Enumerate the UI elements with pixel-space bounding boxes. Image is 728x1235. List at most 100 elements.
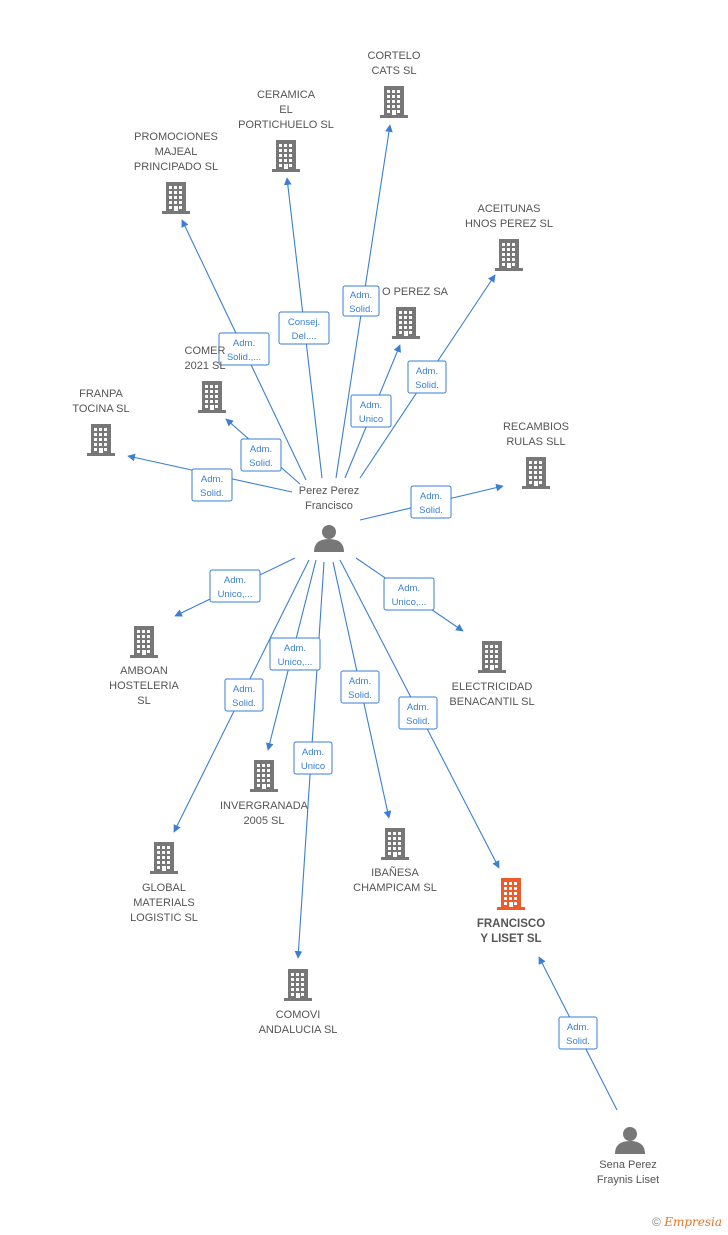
edge-role-badge[interactable]: Adm.Solid. xyxy=(398,696,438,730)
edge-role-text: Solid.,... xyxy=(227,352,261,363)
edge-role-text: Solid. xyxy=(348,690,372,701)
edge-role-text: Adm. xyxy=(233,684,255,695)
person-icon xyxy=(314,525,344,552)
node-label-line: TOCINA SL xyxy=(72,403,129,415)
edge-role-text: Adm. xyxy=(416,366,438,377)
node-label-line: CATS SL xyxy=(371,65,416,77)
edge-role-badge[interactable]: Adm.Solid. xyxy=(410,485,452,519)
edge-role-text: Solid. xyxy=(249,458,273,469)
edge-role-text: Adm. xyxy=(360,400,382,411)
edge-role-text: Solid. xyxy=(232,698,256,709)
edge-role-badge[interactable]: Adm.Unico,... xyxy=(269,637,321,671)
node-label-line: COMER xyxy=(185,345,226,357)
node-label-line: ELECTRICIDAD xyxy=(452,681,533,693)
company-node-ceramica[interactable]: CERAMICA EL PORTICHUELO SL xyxy=(238,89,334,172)
building-icon xyxy=(392,307,420,339)
company-node-franpa[interactable]: FRANPA TOCINA SL xyxy=(72,388,130,456)
building-icon xyxy=(381,828,409,860)
company-node-recambios[interactable]: RECAMBIOS RULAS SLL xyxy=(503,421,569,489)
building-icon xyxy=(130,626,158,658)
building-icon xyxy=(284,969,312,1001)
building-icon xyxy=(272,140,300,172)
edge-role-text: Del.... xyxy=(292,331,317,342)
node-label-line: CORTELO xyxy=(368,50,421,62)
node-label-line: PORTICHUELO SL xyxy=(238,119,334,131)
node-label-line: EL xyxy=(279,104,292,116)
edge-role-badge[interactable]: Adm. Unico,... xyxy=(209,569,261,603)
edge-role-text: Adm. xyxy=(302,747,324,758)
edge-role-text: Adm. xyxy=(224,575,246,586)
node-label-line: MAJEAL xyxy=(155,146,198,158)
edge-role-text: Unico,... xyxy=(218,589,253,600)
edge-role-text: Solid. xyxy=(415,380,439,391)
building-icon xyxy=(497,878,525,910)
building-icon xyxy=(198,381,226,413)
node-label-line: FRANPA xyxy=(79,388,123,400)
building-icon xyxy=(87,424,115,456)
edge-role-text: Adm. xyxy=(350,290,372,301)
edge-role-badge[interactable]: Adm. Unico xyxy=(293,741,333,775)
edge-role-badge[interactable]: Adm.Solid. xyxy=(558,1016,598,1050)
edge-role-badge[interactable]: Adm. Solid. xyxy=(224,678,264,712)
edge-role-text: Solid. xyxy=(419,505,443,516)
node-label-line: CERAMICA xyxy=(257,89,316,101)
edge-role-text: Solid. xyxy=(566,1036,590,1047)
edge-role-badge[interactable]: Adm. Solid. xyxy=(407,360,447,394)
edge-role-text: Adm. xyxy=(233,338,255,349)
edge-role-text: Adm. xyxy=(201,474,223,485)
building-icon xyxy=(380,86,408,118)
node-label-line: MATERIALS xyxy=(133,897,195,909)
building-icon xyxy=(522,457,550,489)
company-node-cortelo[interactable]: CORTELO CATS SL xyxy=(368,50,421,118)
edge-labels-layer: Adm.Solid.Consej.Del....Adm.Solid.,...Ad… xyxy=(191,285,598,1050)
node-label-line: PROMOCIONES xyxy=(134,131,218,143)
edge-role-text: Adm. xyxy=(398,583,420,594)
edge-role-badge[interactable]: Adm. Solid. xyxy=(240,438,282,472)
node-label-line: AMBOAN xyxy=(120,665,168,677)
edge-role-badge[interactable]: Adm. Solid. xyxy=(191,468,233,502)
edge-role-text: Solid. xyxy=(200,488,224,499)
edge-role-text: Solid. xyxy=(406,716,430,727)
edges-layer xyxy=(127,124,618,1111)
edge-role-text: Adm. xyxy=(250,444,272,455)
node-label-line: HNOS PEREZ SL xyxy=(465,218,553,230)
company-node-comer[interactable]: COMER 2021 SL xyxy=(185,345,226,413)
edge-role-badge[interactable]: Adm.Unico,... xyxy=(383,577,435,611)
node-label-line: 2021 SL xyxy=(185,360,226,372)
person-icon xyxy=(615,1127,645,1154)
edge-role-badge[interactable]: Adm.Solid. xyxy=(340,670,380,704)
node-label-line: Francisco xyxy=(305,500,353,512)
company-node-electricidad[interactable]: ELECTRICIDAD BENACANTIL SL xyxy=(449,641,535,708)
edge-role-badge[interactable]: Adm. Unico xyxy=(350,394,392,428)
node-label-line: BENACANTIL SL xyxy=(449,696,534,708)
edge-role-text: Unico xyxy=(359,414,383,425)
edge-role-badge[interactable]: Adm. Solid.,... xyxy=(218,332,270,366)
building-icon xyxy=(478,641,506,673)
node-label-line: Fraynis Liset xyxy=(597,1174,659,1186)
company-node-operez[interactable]: O PEREZ SA xyxy=(382,286,449,339)
node-label-line: IBAÑESA xyxy=(371,866,419,879)
edge-role-badge[interactable]: Consej.Del.... xyxy=(278,311,330,345)
node-label-line: FRANCISCO xyxy=(477,918,545,930)
building-icon xyxy=(162,182,190,214)
node-label-line: COMOVI xyxy=(276,1009,321,1021)
node-label-line: HOSTELERIA xyxy=(109,680,179,692)
node-label-line: RULAS SLL xyxy=(506,436,565,448)
edge-role-badge[interactable]: Adm.Solid. xyxy=(342,285,380,317)
node-label-line: RECAMBIOS xyxy=(503,421,569,433)
edge-role-text: Unico xyxy=(301,761,325,772)
brand-logo[interactable]: Empresia xyxy=(664,1215,722,1229)
node-label-line: Sena Perez xyxy=(599,1159,656,1171)
